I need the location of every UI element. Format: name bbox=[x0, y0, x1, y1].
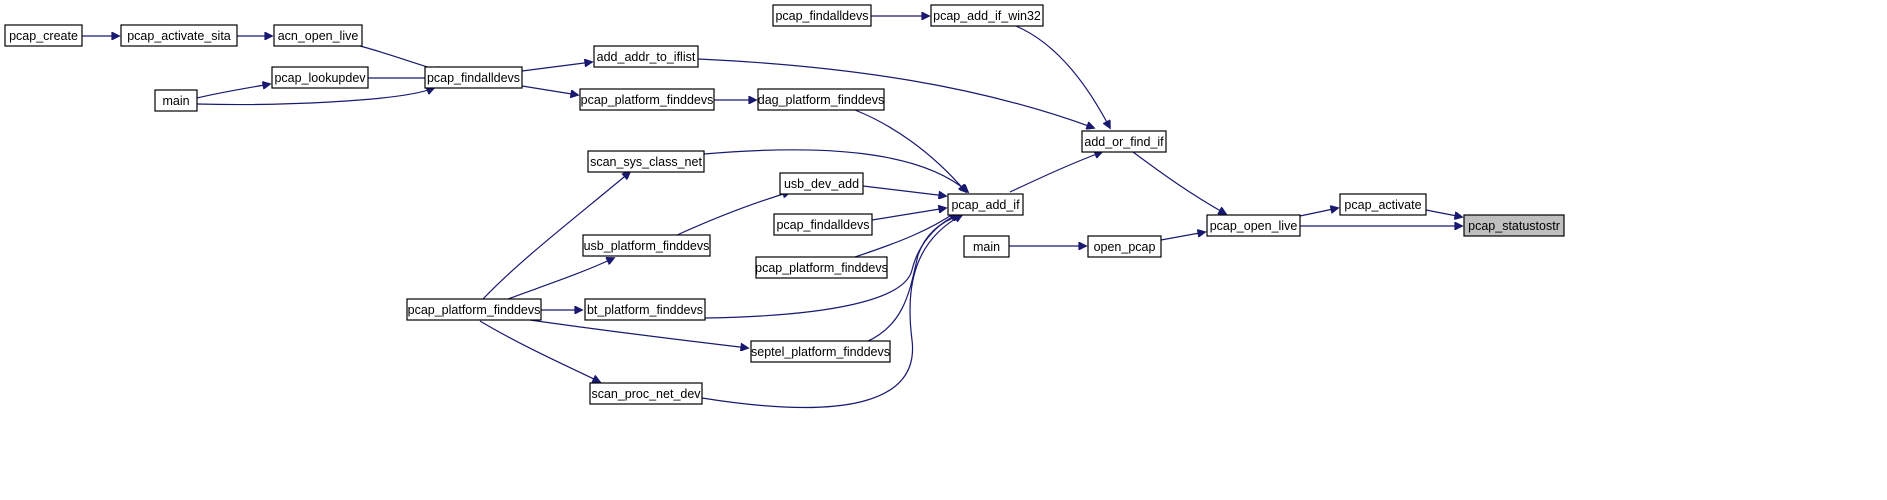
node-main-top[interactable]: main bbox=[154, 89, 198, 112]
edge-pcap_platform_finddevs-pcap_add_if bbox=[854, 212, 956, 258]
node-pcap_findalldevs-main[interactable]: pcap_findalldevs bbox=[424, 66, 523, 89]
edge-scan_sys_class_net-pcap_add_if bbox=[703, 149, 968, 192]
edge-pcap_platform_finddevs-usb_platform_finddevs bbox=[507, 258, 614, 300]
node-pcap_platform_finddevs-top[interactable]: pcap_platform_finddevs bbox=[579, 88, 715, 111]
node-label: pcap_platform_finddevs bbox=[408, 303, 541, 317]
edge-septel_platform_finddevs-pcap_add_if bbox=[865, 215, 960, 343]
edge-pcap_findalldevs-add_addr_to_iflist bbox=[521, 62, 592, 72]
edge-pcap_findalldevs-pcap_add_if bbox=[871, 208, 946, 221]
node-pcap_open_live[interactable]: pcap_open_live bbox=[1206, 214, 1301, 237]
node-pcap_activate_sita[interactable]: pcap_activate_sita bbox=[120, 24, 238, 47]
node-label: pcap_lookupdev bbox=[274, 71, 366, 85]
node-label: pcap_add_if bbox=[951, 198, 1020, 212]
node-usb_dev_add[interactable]: usb_dev_add bbox=[779, 172, 864, 195]
node-label: pcap_activate bbox=[1344, 198, 1421, 212]
node-label: septel_platform_finddevs bbox=[751, 345, 890, 359]
node-pcap_statustostr[interactable]: pcap_statustostr bbox=[1463, 214, 1565, 237]
node-septel_platform_finddevs[interactable]: septel_platform_finddevs bbox=[750, 340, 891, 363]
node-label: pcap_findalldevs bbox=[776, 218, 869, 232]
node-pcap_add_if_win32[interactable]: pcap_add_if_win32 bbox=[930, 4, 1044, 27]
node-label: main bbox=[973, 240, 1000, 254]
node-bt_platform_finddevs[interactable]: bt_platform_finddevs bbox=[584, 298, 706, 321]
node-dag_platform_finddevs[interactable]: dag_platform_finddevs bbox=[757, 88, 885, 111]
node-label: bt_platform_finddevs bbox=[587, 303, 703, 317]
edge-dag_platform_finddevs-pcap_add_if bbox=[854, 109, 966, 192]
node-label: pcap_findalldevs bbox=[775, 9, 868, 23]
node-pcap_findalldevs-mid[interactable]: pcap_findalldevs bbox=[773, 213, 873, 236]
node-label: open_pcap bbox=[1094, 240, 1156, 254]
node-label: pcap_create bbox=[9, 29, 78, 43]
node-acn_open_live[interactable]: acn_open_live bbox=[273, 24, 363, 47]
nodes: pcap_create pcap_activate_sita acn_open_… bbox=[4, 4, 1565, 405]
edge-bt_platform_finddevs-pcap_add_if bbox=[704, 214, 958, 319]
edges bbox=[82, 16, 1462, 409]
node-label: acn_open_live bbox=[278, 29, 359, 43]
node-pcap_lookupdev[interactable]: pcap_lookupdev bbox=[271, 66, 369, 89]
edge-usb_dev_add-pcap_add_if bbox=[862, 185, 946, 196]
node-label: add_addr_to_iflist bbox=[597, 50, 696, 64]
node-label: pcap_add_if_win32 bbox=[933, 9, 1041, 23]
node-pcap_findalldevs-win32[interactable]: pcap_findalldevs bbox=[772, 4, 872, 27]
node-label: scan_sys_class_net bbox=[590, 155, 702, 169]
edge-pcap_add_if-add_or_find_if bbox=[1009, 152, 1102, 193]
edge-pcap_platform_finddevs-septel_platform_finddevs bbox=[529, 319, 748, 348]
node-open_pcap[interactable]: open_pcap bbox=[1087, 235, 1162, 258]
node-pcap_create[interactable]: pcap_create bbox=[4, 24, 83, 47]
node-add_or_find_if[interactable]: add_or_find_if bbox=[1081, 130, 1167, 153]
node-label: dag_platform_finddevs bbox=[758, 93, 884, 107]
node-label: usb_platform_finddevs bbox=[584, 239, 710, 253]
node-label: usb_dev_add bbox=[784, 177, 859, 191]
edge-usb_platform_finddevs-usb_dev_add bbox=[674, 192, 790, 237]
node-scan_proc_net_dev[interactable]: scan_proc_net_dev bbox=[589, 382, 703, 405]
edge-pcap_open_live-pcap_activate bbox=[1299, 208, 1338, 217]
edge-scan_proc_net_dev-pcap_add_if bbox=[701, 215, 962, 409]
edge-pcap_platform_finddevs-scan_sys_class_net bbox=[482, 172, 630, 300]
edge-open_pcap-pcap_open_live bbox=[1160, 232, 1205, 241]
node-pcap_add_if[interactable]: pcap_add_if bbox=[947, 193, 1024, 216]
node-pcap_activate[interactable]: pcap_activate bbox=[1339, 193, 1427, 216]
node-pcap_platform_finddevs-left[interactable]: pcap_platform_finddevs bbox=[406, 298, 542, 321]
node-label: pcap_open_live bbox=[1210, 219, 1298, 233]
node-label: scan_proc_net_dev bbox=[591, 387, 701, 401]
node-add_addr_to_iflist[interactable]: add_addr_to_iflist bbox=[593, 45, 699, 68]
node-label: pcap_statustostr bbox=[1468, 219, 1560, 233]
node-main-mid[interactable]: main bbox=[963, 235, 1010, 258]
node-label: pcap_platform_finddevs bbox=[755, 261, 888, 275]
edge-pcap_platform_finddevs-scan_proc_net_dev bbox=[479, 320, 600, 382]
node-label: pcap_findalldevs bbox=[427, 71, 520, 85]
edge-pcap_add_if_win32-add_or_find_if bbox=[1015, 25, 1110, 128]
node-label: main bbox=[162, 94, 189, 108]
edge-main-pcap_findalldevs bbox=[196, 88, 434, 106]
node-pcap_platform_finddevs-mid[interactable]: pcap_platform_finddevs bbox=[755, 256, 888, 279]
edge-add_or_find_if-pcap_open_live bbox=[1132, 151, 1226, 214]
node-scan_sys_class_net[interactable]: scan_sys_class_net bbox=[587, 150, 705, 173]
node-usb_platform_finddevs[interactable]: usb_platform_finddevs bbox=[582, 234, 711, 257]
edge-add_addr_to_iflist-add_or_find_if bbox=[697, 58, 1094, 128]
node-label: pcap_platform_finddevs bbox=[581, 93, 714, 107]
node-label: pcap_activate_sita bbox=[127, 29, 231, 43]
node-label: add_or_find_if bbox=[1084, 135, 1164, 149]
edge-pcap_activate-pcap_statustostr bbox=[1425, 209, 1462, 217]
edge-main-pcap_lookupdev bbox=[196, 84, 270, 99]
edge-pcap_findalldevs-pcap_platform_finddevs bbox=[521, 85, 578, 95]
